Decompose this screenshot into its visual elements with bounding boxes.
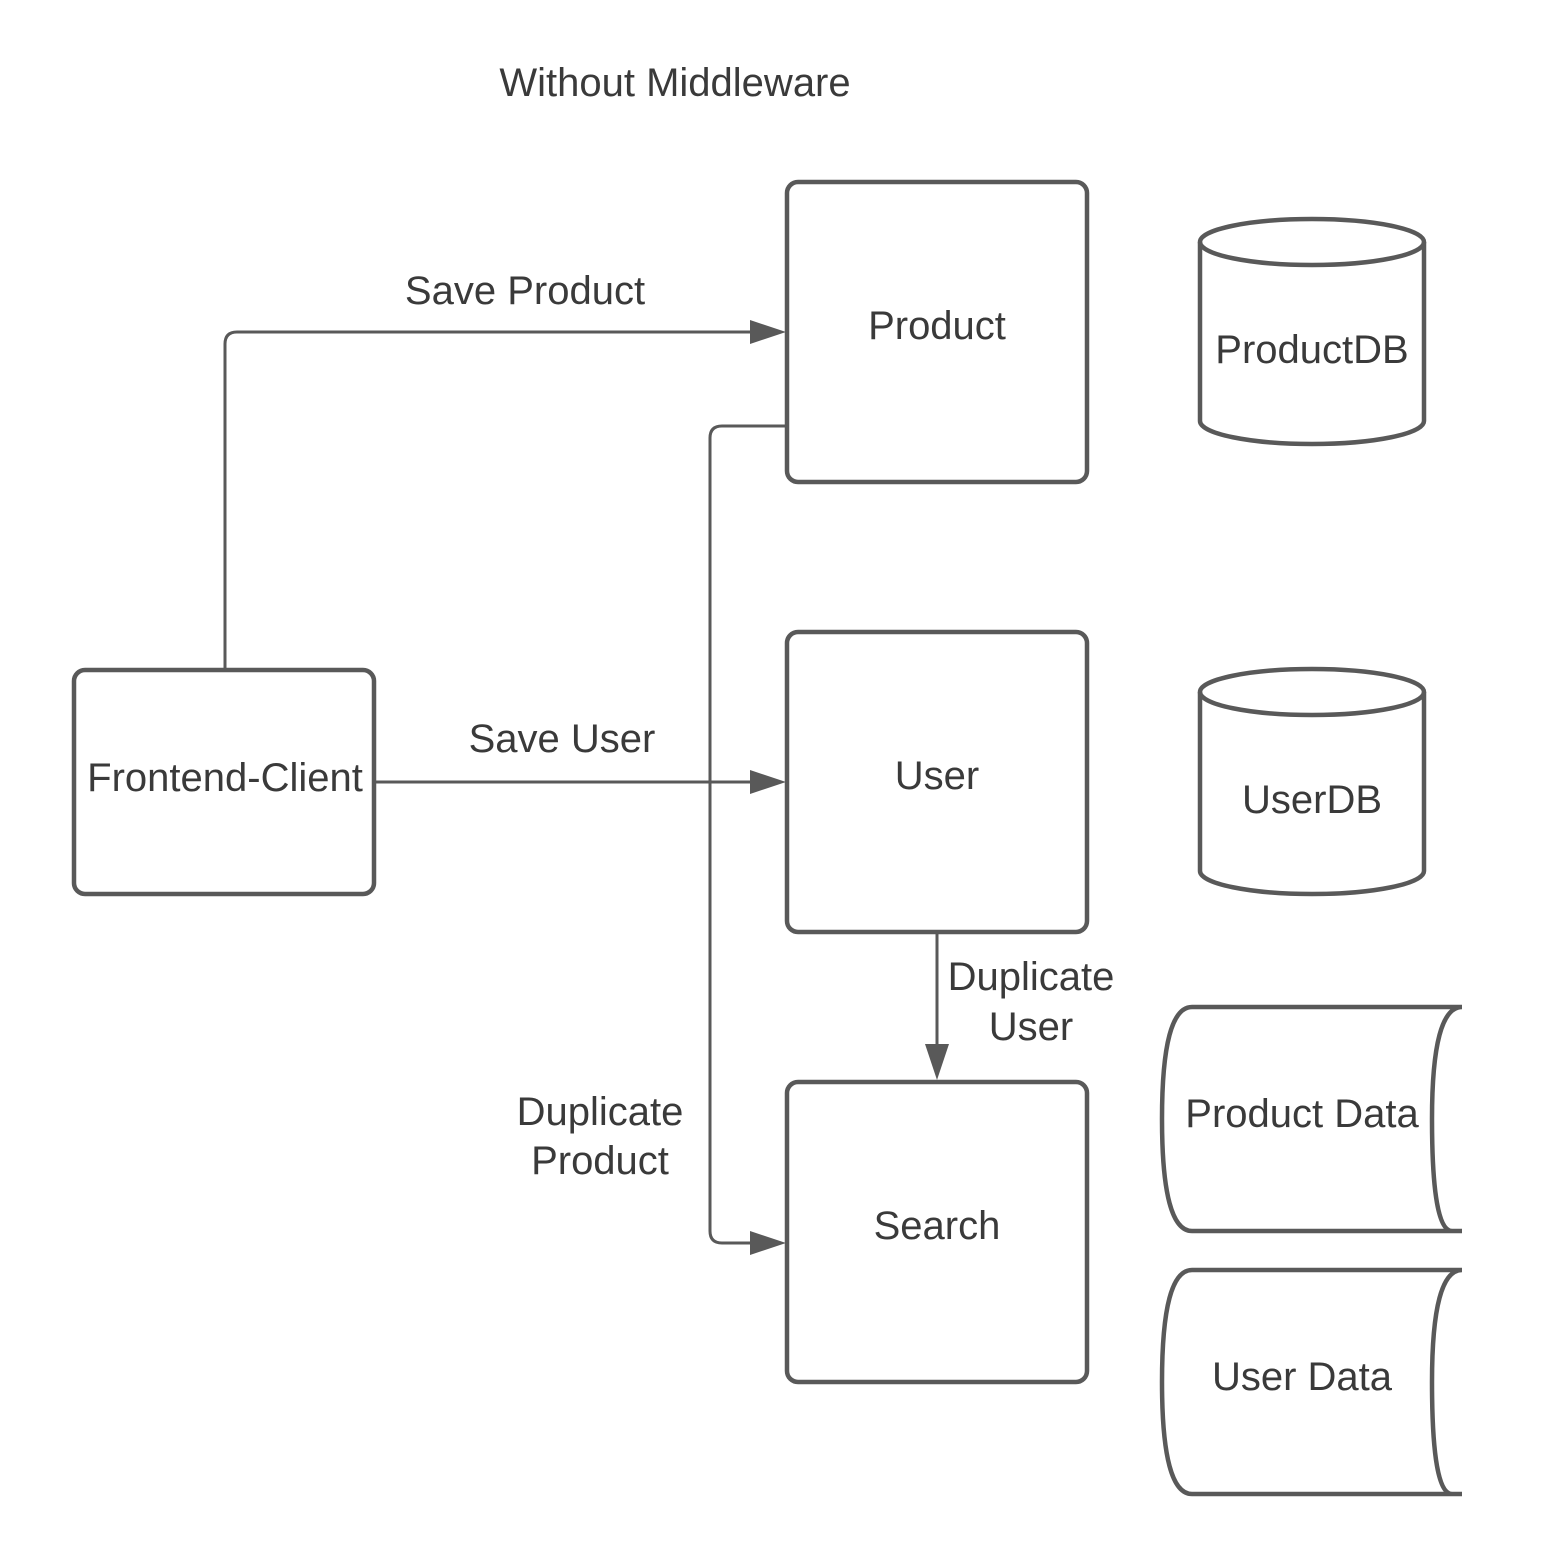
user-db-cylinder-rim	[1197, 691, 1427, 718]
product-data-label: Product Data	[1185, 1092, 1419, 1136]
save-product-connector	[223, 330, 752, 668]
search-box	[784, 1079, 1090, 1385]
product-db-cylinder-rim	[1197, 241, 1427, 268]
save-product-label: Save Product	[405, 269, 645, 313]
duplicate-user-label-line-2: User	[989, 1005, 1073, 1049]
user-db-cylinder-icon	[1197, 666, 1427, 897]
user-node[interactable]: User	[784, 629, 1090, 935]
product-data-shape-icon	[1159, 1004, 1463, 1234]
duplicate-product-label-line-1: Duplicate	[517, 1090, 684, 1134]
search-label: Search	[874, 1204, 1001, 1248]
product-db-label: ProductDB	[1215, 328, 1408, 372]
user-box	[784, 629, 1090, 935]
user-db-node[interactable]: UserDB	[1197, 666, 1427, 897]
save-user-label: Save User	[469, 717, 656, 761]
user-data-shape-icon	[1159, 1267, 1463, 1497]
duplicate-product-arrowhead	[750, 1231, 786, 1255]
user-db-label: UserDB	[1242, 778, 1382, 822]
frontend-client-box	[71, 667, 377, 897]
duplicate-user-arrowhead	[925, 1044, 949, 1080]
user-data-label: User Data	[1212, 1355, 1393, 1399]
save-user-arrowhead	[750, 770, 786, 794]
frontend-client-label: Frontend-Client	[87, 756, 363, 800]
product-box	[784, 179, 1090, 485]
diagram-title: Without Middleware	[499, 61, 850, 105]
search-node[interactable]: Search	[784, 1079, 1090, 1385]
product-data-node[interactable]: Product Data	[1159, 1004, 1463, 1234]
frontend-client-node[interactable]: Frontend-Client	[71, 667, 377, 897]
product-db-cylinder-icon	[1197, 216, 1427, 447]
duplicate-product-label-line-2: Product	[531, 1139, 669, 1183]
product-label: Product	[868, 304, 1006, 348]
save-product-arrowhead	[750, 320, 786, 344]
duplicate-user-label-line-1: Duplicate	[948, 955, 1115, 999]
user-label: User	[895, 754, 979, 798]
duplicate-product-connector	[708, 424, 786, 1245]
product-db-node[interactable]: ProductDB	[1197, 216, 1427, 447]
user-data-node[interactable]: User Data	[1159, 1267, 1463, 1497]
product-node[interactable]: Product	[784, 179, 1090, 485]
